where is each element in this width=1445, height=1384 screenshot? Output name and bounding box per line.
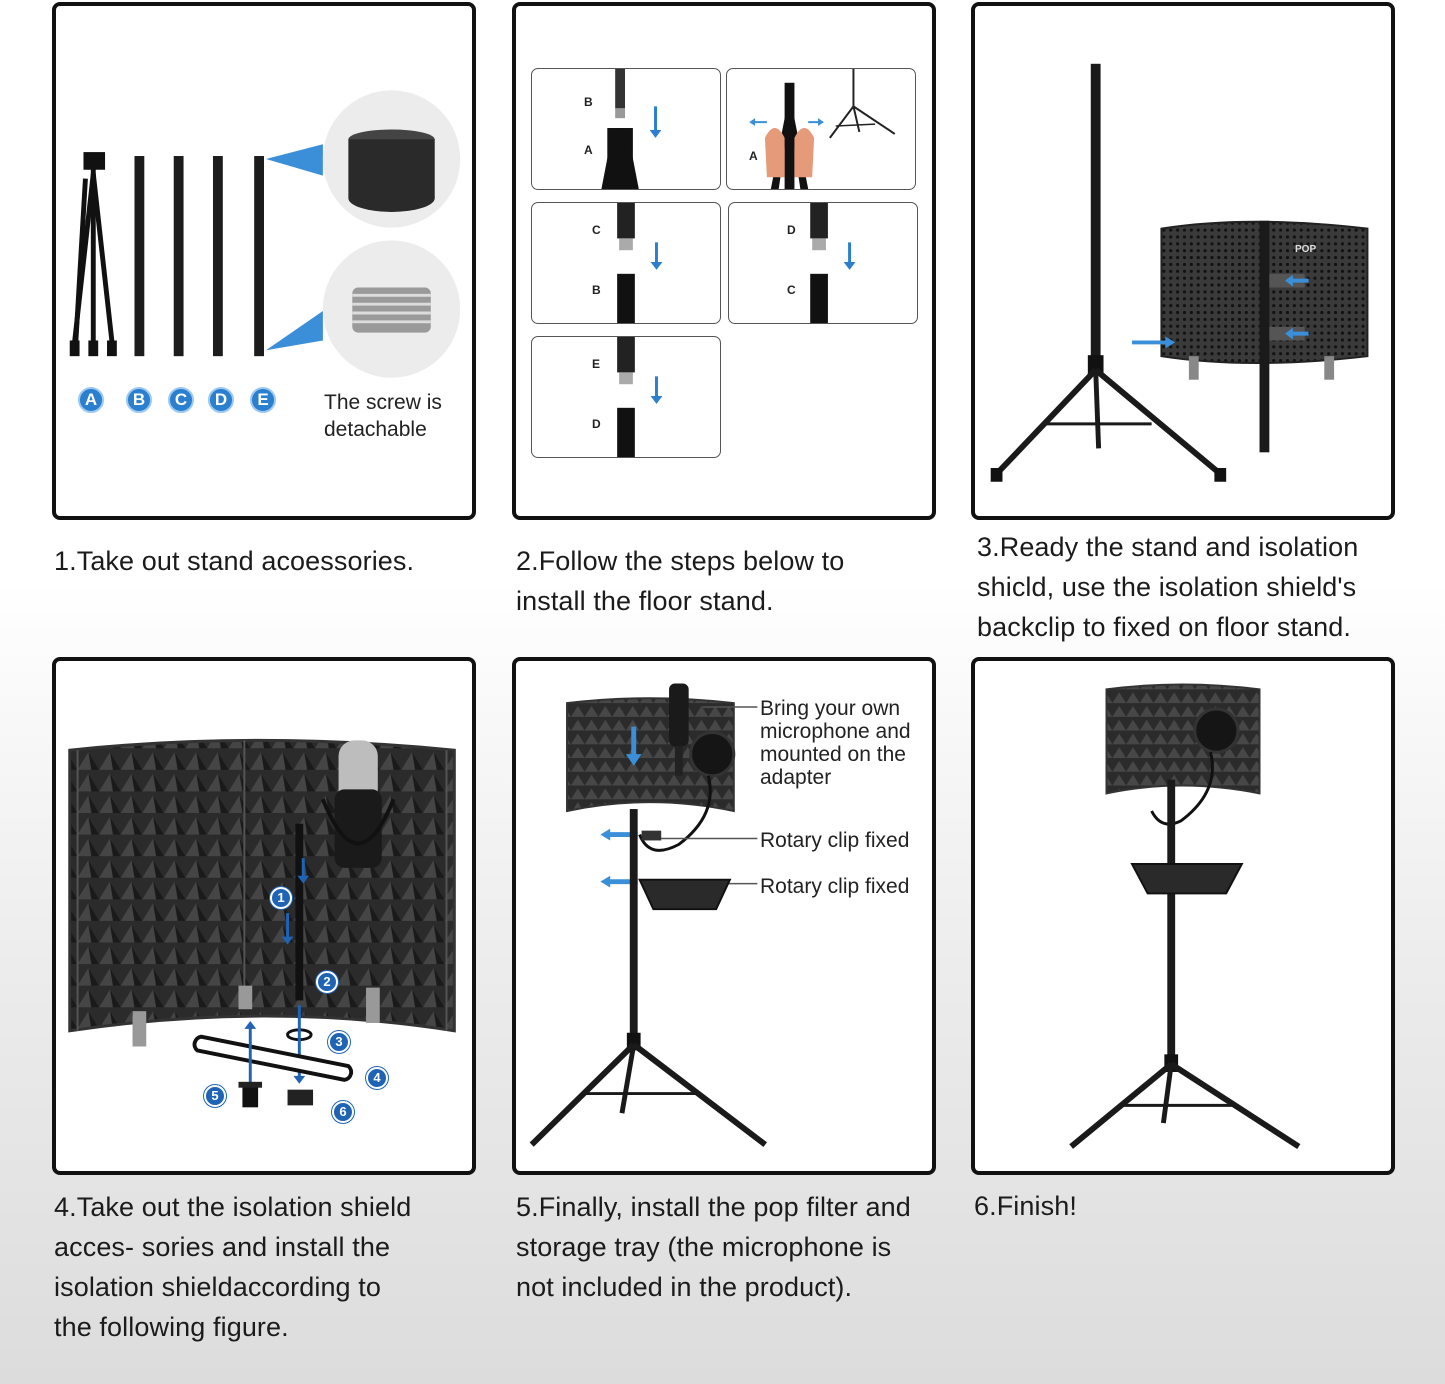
callout-mic-adapter: Bring your own microphone and mounted on…: [760, 697, 911, 789]
tripod-base-part: [71, 154, 116, 351]
step-2-caption: 2.Follow the steps below to install the …: [516, 546, 845, 616]
panel-step-1: A B C D E The screw is detachable: [52, 2, 476, 520]
panel-step-4: 1 2 3 4 5 6: [52, 657, 476, 1175]
assembly-label: A: [584, 143, 593, 157]
assembly-step-ba: B A: [531, 68, 721, 190]
stand-parts-illustration: [69, 90, 461, 378]
assembly-label: D: [787, 223, 796, 237]
panel-step-2: B A A C B: [512, 2, 936, 520]
assembly-label: A: [749, 149, 758, 163]
assembly-step-cb: C B: [531, 202, 721, 324]
panel-step-6: [971, 657, 1395, 1175]
isolation-shield-accessories-illustration: [68, 738, 456, 1108]
assembly-label: B: [584, 95, 593, 109]
assembly-step-tripod-open: A: [726, 68, 916, 190]
shield-logo-text: POP: [1295, 244, 1317, 255]
screw-note: The screw is detachable: [324, 391, 442, 441]
step-4-caption: 4.Take out the isolation shield acces- s…: [54, 1192, 412, 1342]
callout-rotary-clip-1: Rotary clip fixed: [760, 829, 910, 852]
assembly-step-ed: E D: [531, 336, 721, 458]
install-step-badge: 6: [332, 1101, 354, 1123]
install-step-badge: 4: [366, 1067, 388, 1089]
panel-step-5: Bring your own microphone and mounted on…: [512, 657, 936, 1175]
install-step-badge: 5: [204, 1085, 226, 1107]
panel-step-3: POP: [971, 2, 1395, 520]
part-badge-b: B: [126, 387, 152, 413]
pop-filter-and-tray-illustration: [529, 683, 767, 1147]
part-badge-e: E: [250, 387, 276, 413]
callout-rotary-clip-2: Rotary clip fixed: [760, 875, 910, 898]
step-6-caption: 6.Finish!: [974, 1191, 1077, 1221]
assembly-label: C: [787, 283, 796, 297]
part-badge-a: A: [78, 387, 104, 413]
part-badge-d: D: [208, 387, 234, 413]
step-3-caption: 3.Ready the stand and isolation shicld, …: [977, 532, 1359, 642]
install-step-badge: 3: [328, 1031, 350, 1053]
assembly-label: C: [592, 223, 601, 237]
finished-assembly-illustration: [1069, 683, 1301, 1150]
assembly-label: E: [592, 357, 601, 371]
part-badge-c: C: [168, 387, 194, 413]
assembly-step-dc: D C: [728, 202, 918, 324]
install-step-badge: 1: [270, 887, 292, 909]
install-step-badge: 2: [316, 971, 338, 993]
assembly-label: D: [592, 417, 601, 431]
assembly-label: B: [592, 283, 601, 297]
step-5-caption: 5.Finally, install the pop filter and st…: [516, 1192, 911, 1302]
stand-and-shield-illustration: [990, 63, 1369, 482]
step-1-caption: 1.Take out stand acoessories.: [54, 546, 415, 576]
